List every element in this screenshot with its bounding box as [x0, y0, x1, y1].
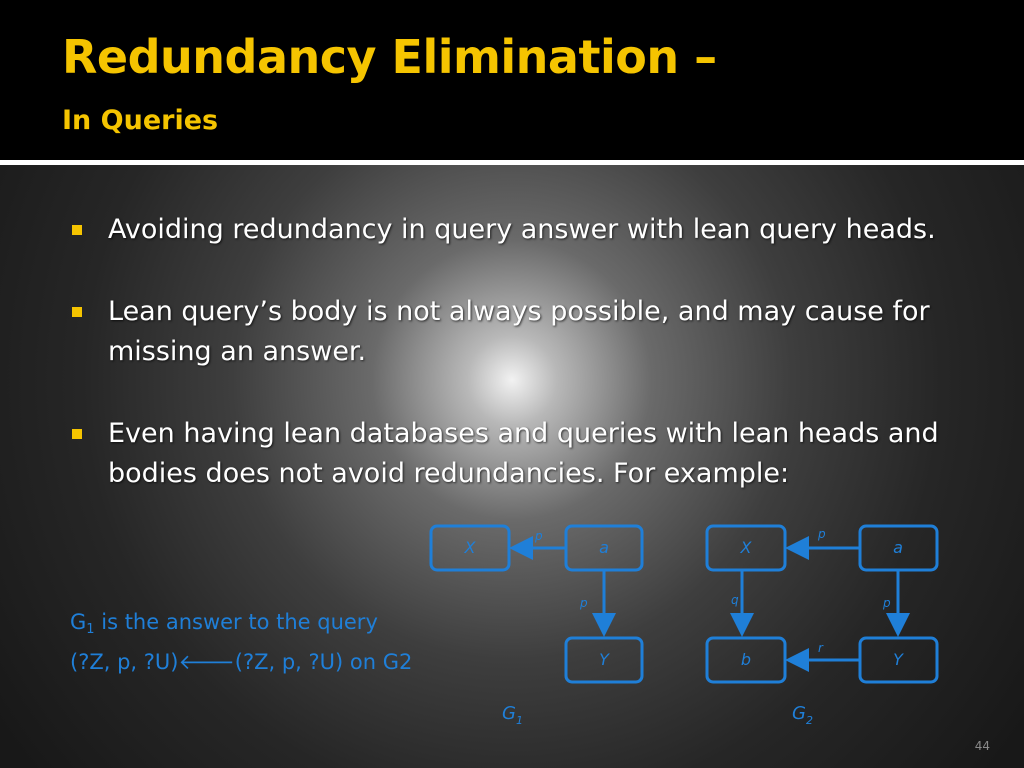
square-bullet-icon [72, 225, 82, 235]
square-bullet-icon [72, 307, 82, 317]
bullet-item: Avoiding redundancy in query answer with… [70, 210, 990, 250]
g2-node-a-label: a [893, 538, 903, 557]
answer-note-line-2: (?Z, p, ?U)🡐(?Z, p, ?U) on G2 [70, 650, 413, 674]
g2-edge-a-x-label: p [817, 527, 826, 541]
bullet-text: Lean query’s body is not always possible… [108, 296, 930, 367]
slide-title: Redundancy Elimination – [62, 30, 717, 84]
title-bar [0, 0, 1024, 160]
g2-node-x-label: X [740, 538, 753, 557]
g2-edge-y-b-label: r [818, 641, 824, 655]
g2-node-y-label: Y [893, 650, 904, 669]
g2-edge-a-y-label: p [882, 596, 891, 610]
bullet-text: Even having lean databases and queries w… [108, 418, 939, 489]
slide-subtitle: In Queries [62, 105, 219, 136]
g2-edge-x-b-label: q [731, 593, 739, 607]
g1-edge-a-x-label: p [534, 529, 543, 543]
bullet-item: Even having lean databases and queries w… [70, 414, 990, 494]
graph-g1: X a Y p p G1 [429, 524, 644, 727]
graph-g2: X a b Y p q p r G2 [705, 524, 939, 727]
answer-note-line-1: G1 is the answer to the query [70, 610, 378, 637]
g1-node-y-label: Y [599, 650, 610, 669]
answer-note: G1 is the answer to the query (?Z, p, ?U… [70, 606, 412, 679]
title-divider [0, 160, 1024, 165]
g1-node-y [564, 636, 644, 684]
g2-caption: G2 [792, 703, 813, 727]
page-number: 44 [974, 739, 990, 753]
g1-caption: G1 [502, 703, 523, 727]
g1-edge-a-y-label: p [579, 596, 588, 610]
g1-node-x-label: X [464, 538, 477, 557]
bullet-list: Avoiding redundancy in query answer with… [70, 210, 990, 536]
bullet-item: Lean query’s body is not always possible… [70, 292, 990, 372]
g1-node-a-label: a [599, 538, 609, 557]
g2-node-b-label: b [741, 650, 751, 669]
square-bullet-icon [72, 429, 82, 439]
bullet-text: Avoiding redundancy in query answer with… [108, 214, 936, 245]
